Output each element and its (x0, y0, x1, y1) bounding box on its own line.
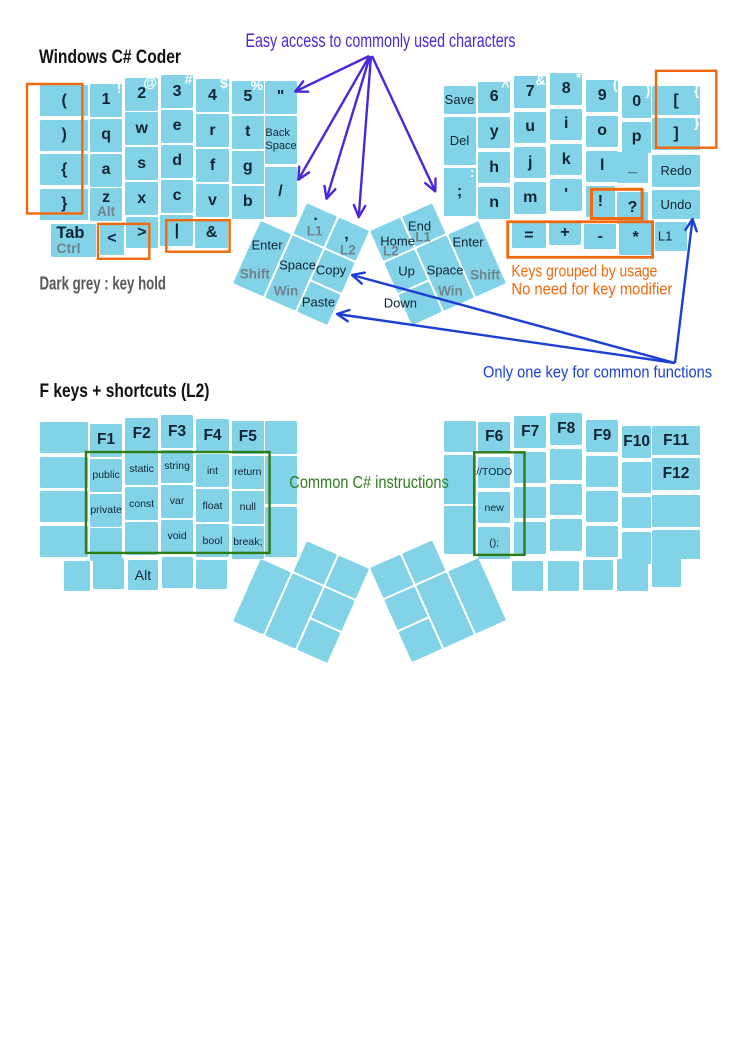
svg-text:No need for key modifier: No need for key modifier (511, 279, 672, 298)
svg-text:F keys + shortcuts (L2): F keys + shortcuts (L2) (40, 380, 210, 402)
svg-text:Common C# instructions: Common C# instructions (289, 472, 449, 492)
svg-text:Only one key for common functi: Only one key for common functions (483, 364, 712, 382)
svg-text:Windows C# Coder: Windows C# Coder (39, 46, 181, 68)
svg-text:Dark grey : key hold: Dark grey : key hold (40, 273, 167, 294)
svg-text:Easy access to commonly used c: Easy access to commonly used characters (246, 31, 516, 52)
svg-text:Keys grouped by usage: Keys grouped by usage (511, 262, 657, 281)
